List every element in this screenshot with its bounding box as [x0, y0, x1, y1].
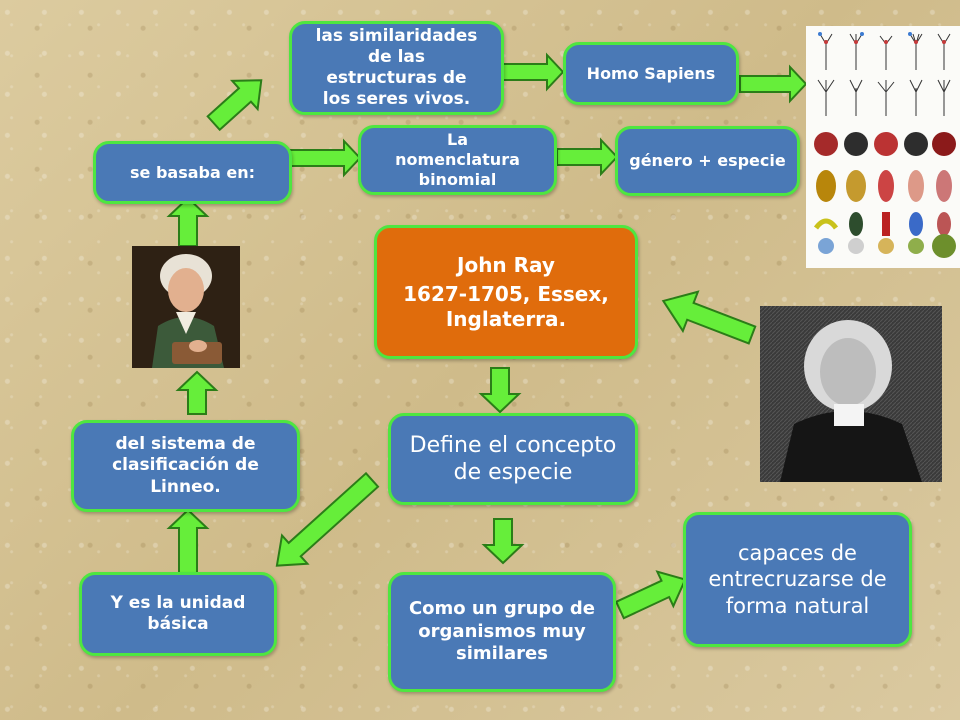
arrow-to-capaces — [614, 570, 687, 620]
john-ray-portrait — [760, 306, 942, 482]
flowers-plate — [806, 26, 960, 268]
arrow-to-define — [478, 367, 522, 414]
node-homo-sapiens: Homo Sapiens — [563, 42, 739, 105]
linnaeus-portrait-image — [132, 246, 240, 368]
linnaeus-portrait — [132, 246, 240, 368]
arrow-to-sistema — [166, 508, 210, 575]
arrow-to-similaridades — [206, 79, 263, 132]
node-genero-especie: género + especie — [615, 126, 800, 196]
arrow-to-linnaeus — [175, 370, 219, 415]
john-ray-info: 1627-1705, Essex, Inglaterra. — [403, 281, 609, 331]
arrow-to-john-ray — [661, 290, 757, 345]
john-ray-portrait-image — [760, 306, 942, 482]
arrow-to-grupo — [481, 518, 525, 565]
arrow-to-se-basaba — [166, 196, 210, 247]
node-grupo: Como un grupo de organismos muy similare… — [388, 572, 616, 692]
node-se-basaba: se basaba en: — [93, 141, 292, 204]
node-capaces: capaces de entrecruzarse de forma natura… — [683, 512, 912, 647]
john-ray-name: John Ray — [457, 252, 555, 277]
node-unidad: Y es la unidad básica — [79, 572, 277, 656]
flowers-plate-image — [806, 26, 960, 268]
node-john-ray: John Ray 1627-1705, Essex, Inglaterra. — [374, 225, 638, 359]
arrow-to-unidad — [275, 471, 380, 567]
node-sistema: del sistema de clasificación de Linneo. — [71, 420, 300, 512]
arrow-to-nomenclatura — [289, 138, 362, 178]
node-nomenclatura: La nomenclatura binomial — [358, 125, 557, 195]
arrow-to-homo-sapiens — [502, 52, 565, 92]
arrow-to-flowers — [739, 64, 808, 104]
node-define: Define el concepto de especie — [388, 413, 638, 505]
arrow-to-genero — [556, 137, 619, 177]
node-similaridades: las similaridades de las estructuras de … — [289, 21, 504, 115]
